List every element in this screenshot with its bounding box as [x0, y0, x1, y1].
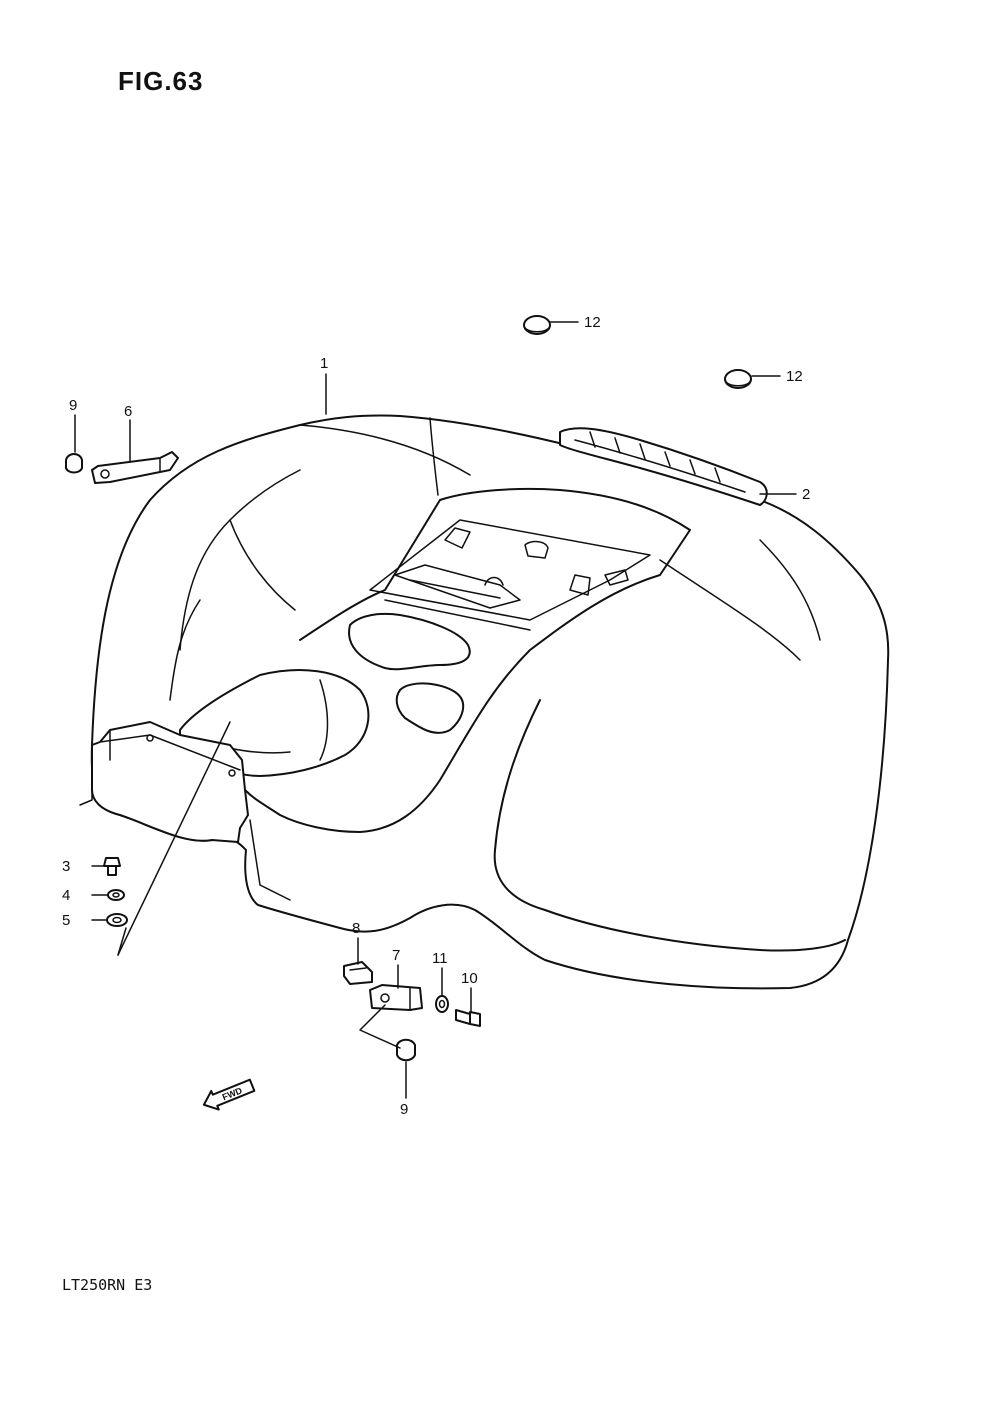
- part-9-cap-upper: [65, 453, 83, 474]
- callout-6: 6: [124, 403, 132, 420]
- callout-labels: 1 12 12 2 6 9 3 4 5 8 7 11 10 9: [62, 314, 810, 1118]
- callout-5: 5: [62, 912, 70, 929]
- callout-3: 3: [62, 858, 70, 875]
- part-9-cap-lower: [396, 1038, 416, 1062]
- callout-8: 8: [352, 920, 360, 937]
- callout-7: 7: [392, 947, 400, 964]
- callout-9-lower: 9: [400, 1101, 408, 1118]
- part-10-bolt: [455, 1009, 481, 1027]
- part-7-bracket: [369, 984, 423, 1011]
- part-12-cap-lower: [724, 369, 752, 389]
- callout-9-upper: 9: [69, 397, 77, 414]
- part-8-clip: [343, 961, 373, 985]
- part-3-bolt: [103, 857, 121, 876]
- callout-4: 4: [62, 887, 70, 904]
- leader-lines: [74, 321, 797, 1099]
- fwd-arrow-icon: FWD: [202, 1078, 256, 1111]
- part-12-cap-upper: [523, 315, 551, 335]
- part-6-bracket: [91, 451, 179, 484]
- part-4-washer: [107, 889, 125, 901]
- part-11-nut: [435, 995, 449, 1013]
- part-2-grab-strip: [559, 427, 768, 506]
- figure-title: FIG.63: [118, 66, 204, 96]
- callout-10: 10: [461, 970, 478, 987]
- callout-12-lower: 12: [786, 368, 803, 385]
- rear-fender-body: [79, 414, 890, 990]
- part-5-grommet: [106, 913, 128, 927]
- callout-12-upper: 12: [584, 314, 601, 331]
- model-code: LT250RN E3: [62, 1276, 153, 1294]
- callout-2: 2: [802, 486, 810, 503]
- callout-1: 1: [320, 355, 328, 372]
- callout-11: 11: [432, 950, 448, 967]
